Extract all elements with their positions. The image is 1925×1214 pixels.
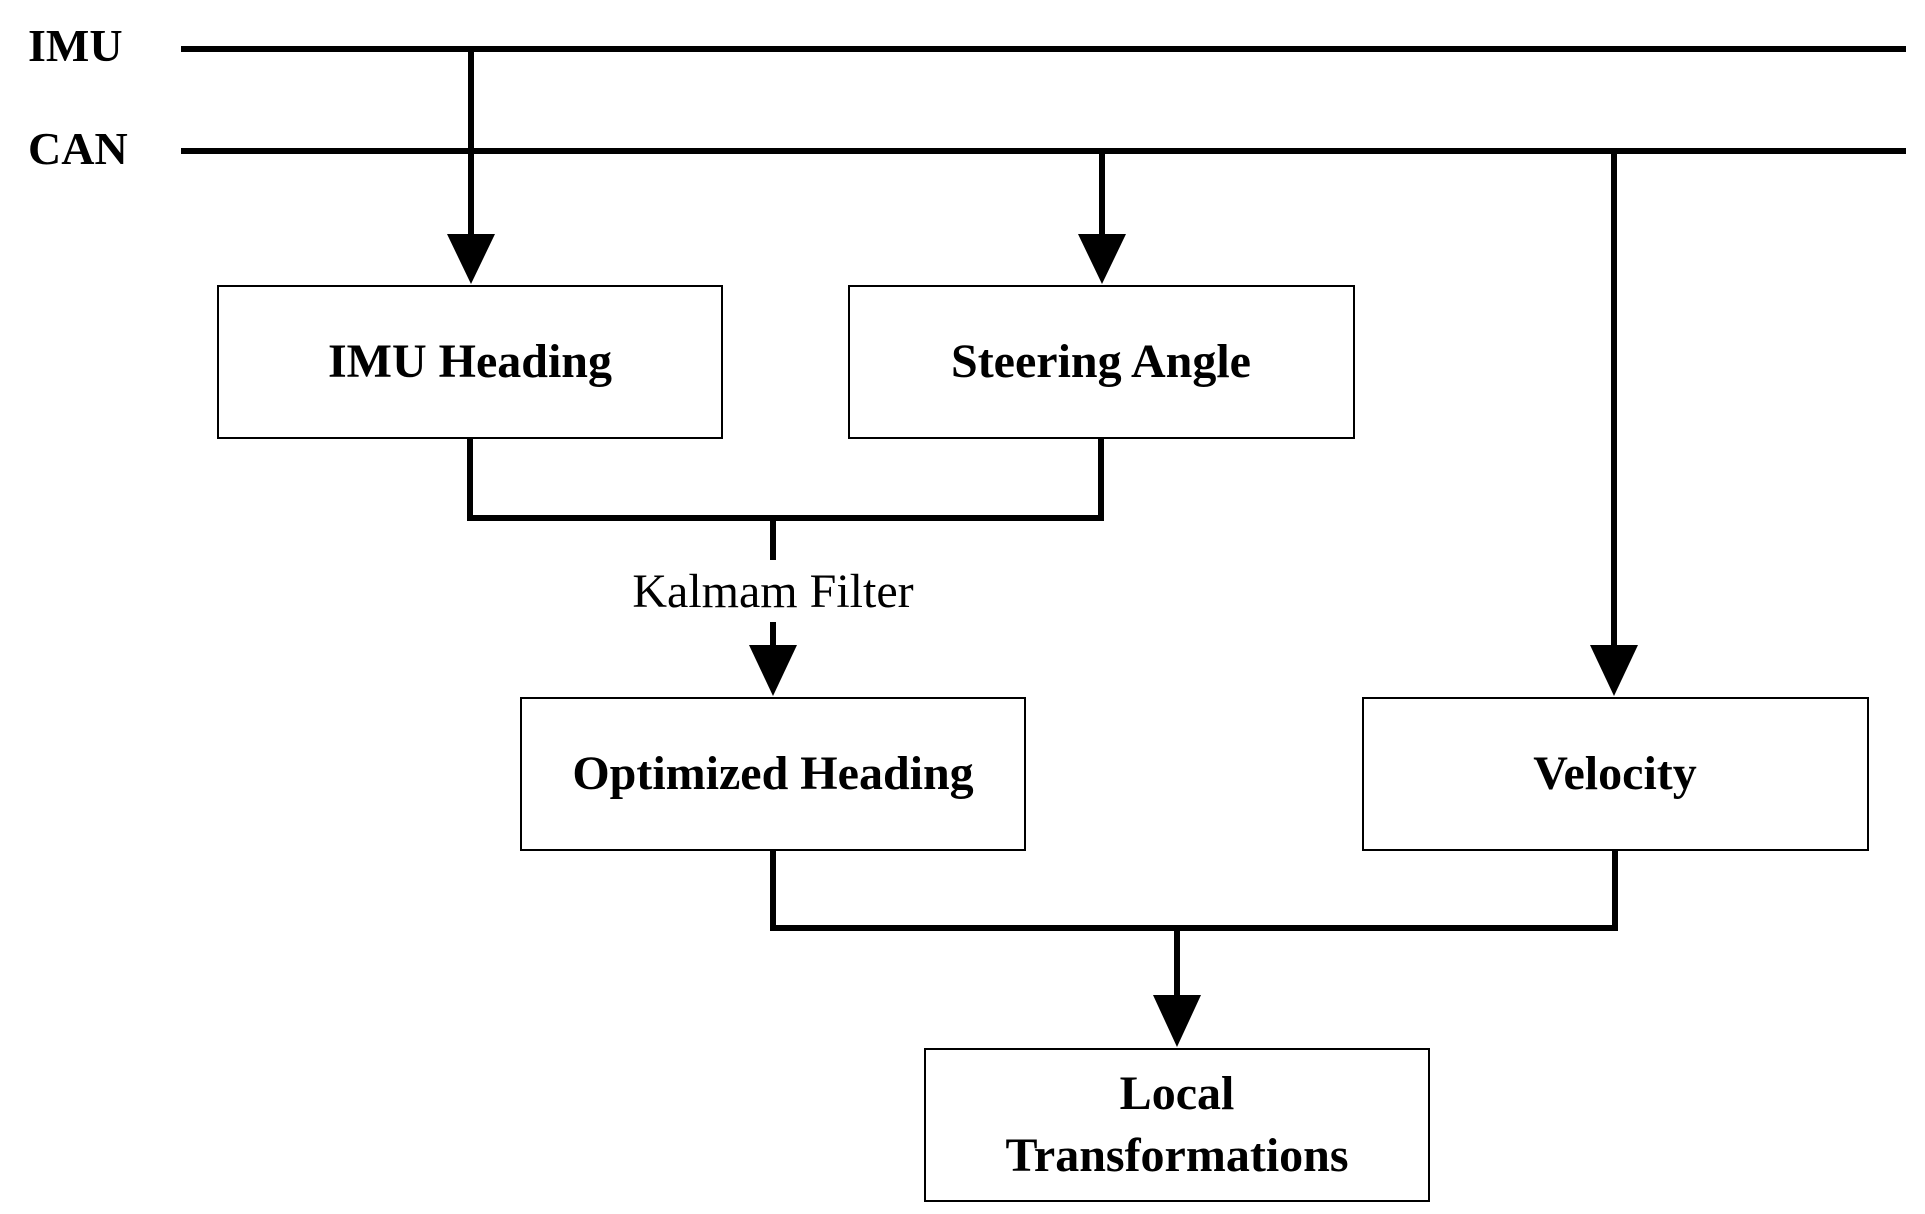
imu-heading-label: IMU Heading [328,335,612,388]
steering-angle-arrowhead [1078,234,1126,284]
heading-merge-connector [467,438,1104,521]
steering-angle-label: Steering Angle [951,335,1251,388]
output-merge-connector [770,850,1618,931]
optimized-heading-box [520,697,1026,851]
local-transformations-arrowhead [1153,995,1201,1047]
local-transformations-label-line2: Transformations [1005,1129,1348,1182]
optimized-heading-label: Optimized Heading [572,747,973,800]
can-bus-label: CAN [28,123,128,174]
local-transformations-label-line1: Local [1120,1067,1235,1120]
velocity-arrowhead [1590,645,1638,696]
local-transformations-box [924,1048,1430,1202]
imu-bus-label: IMU [28,20,123,71]
optimized-heading-arrowhead [749,645,797,696]
velocity-box [1362,697,1869,851]
velocity-label: Velocity [1533,747,1697,800]
kalman-filter-label: Kalmam Filter [632,565,913,618]
imu-heading-box [217,285,723,439]
imu-heading-arrowhead [447,234,495,284]
